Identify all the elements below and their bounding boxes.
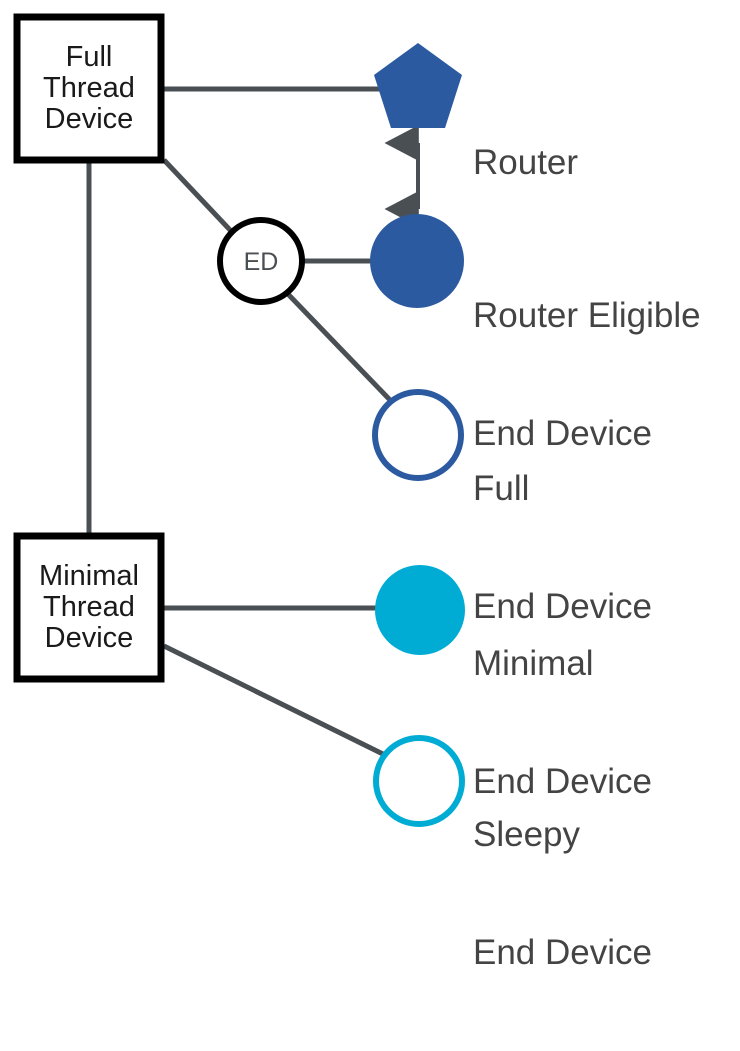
router-eligible-end-device-legend-label: Router Eligible End Device (473, 218, 701, 532)
thread-device-type-diagram: Full Thread Device Minimal Thread Device… (13, 13, 701, 972)
end-device-node-circle[interactable] (217, 217, 305, 305)
minimal-thread-device-box[interactable] (13, 532, 165, 683)
router-eligible-end-device-legend-label-line-2: End Device (473, 413, 652, 453)
connector-mtd-to-sed (162, 643, 391, 760)
full-thread-device-box[interactable] (13, 13, 165, 164)
full-end-device-legend-label-line-1: Full (473, 469, 530, 509)
full-end-device-legend-label: Full End Device (473, 391, 652, 705)
minimal-end-device-legend-label: Minimal End Device (473, 566, 652, 880)
sleepy-end-device-circle-icon[interactable] (373, 735, 465, 827)
full-end-device-circle-icon[interactable] (372, 389, 464, 481)
minimal-end-device-legend-label-line-1: Minimal (473, 644, 594, 684)
connector-ftd-to-ed (162, 158, 233, 233)
end-device-node-label: ED (243, 248, 279, 276)
router-legend-label-line-1: Router (473, 143, 579, 183)
minimal-end-device-legend-label-line-2: End Device (473, 761, 652, 801)
diagram-canvas (13, 13, 465, 827)
sleepy-end-device-legend-label-line-2: End Device (473, 932, 652, 972)
minimal-end-device-circle-icon[interactable] (375, 565, 465, 655)
sleepy-end-device-legend-label-line-1: Sleepy (473, 815, 581, 855)
router-pentagon-icon[interactable] (374, 43, 462, 128)
sleepy-end-device-legend-label: Sleepy End Device (473, 737, 652, 1051)
router-eligible-end-device-circle-icon[interactable] (370, 214, 464, 308)
router-legend-label: Router (473, 65, 578, 261)
connector-ed-to-fed (284, 290, 392, 402)
router-eligible-end-device-legend-label-line-1: Router Eligible (473, 296, 701, 336)
full-end-device-legend-label-line-2: End Device (473, 586, 652, 626)
